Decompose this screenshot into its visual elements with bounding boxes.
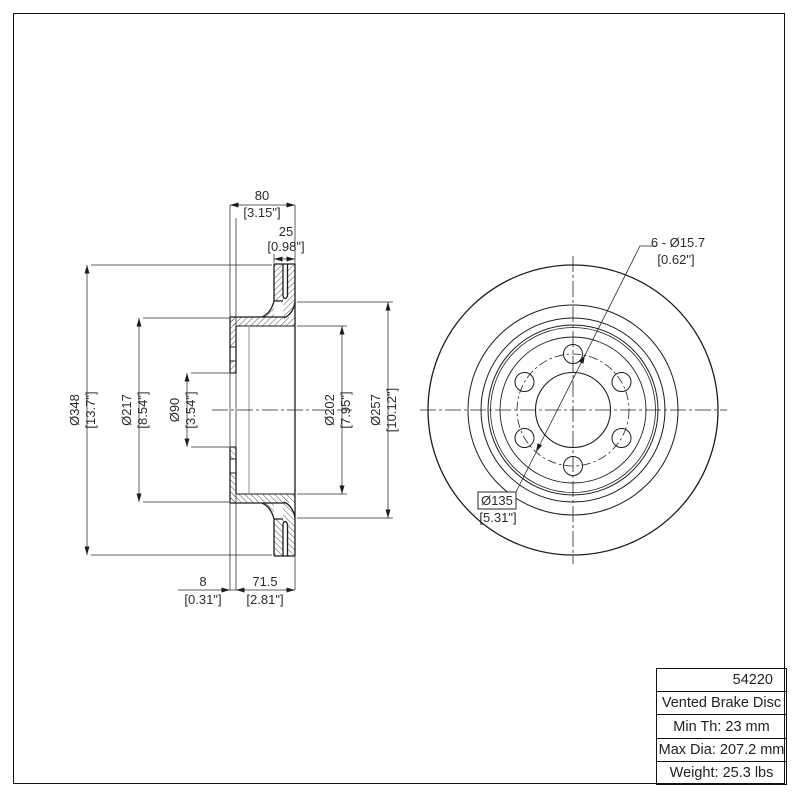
- extension-lines: [91, 205, 393, 590]
- dim-257-mm: Ø257: [368, 394, 383, 426]
- dim-715-in: [2.81"]: [246, 592, 283, 607]
- part-number: 54220: [732, 672, 773, 689]
- section-view: 80 [3.15"] 25 [0.98"] 8 [0.31"] 71.5 [2.…: [67, 188, 399, 607]
- front-view: 6 - Ø15.7 [0.62"] Ø135 [5.31"]: [420, 235, 727, 564]
- dim-202-in: [7.95"]: [338, 391, 353, 428]
- min-thickness: Min Th: 23 mm: [673, 718, 770, 735]
- dim-80-mm: 80: [255, 188, 269, 203]
- bolt-count-label: 6 - Ø15.7: [651, 235, 705, 250]
- table-row-weight: Weight: 25.3 lbs: [657, 760, 786, 784]
- section-hatching: [230, 264, 295, 373]
- dim-715-mm: 71.5: [252, 574, 277, 589]
- table-row-part-type: Vented Brake Disc: [657, 691, 786, 714]
- dim-217-in: [8.54"]: [135, 391, 150, 428]
- dim-348-mm: Ø348: [67, 394, 82, 426]
- bolt-count-inch: [0.62"]: [657, 252, 694, 267]
- dim-348-in: [13.7"]: [83, 391, 98, 428]
- dim-90-in: [3.54"]: [183, 391, 198, 428]
- weight: Weight: 25.3 lbs: [669, 764, 774, 781]
- dim-25-in: [0.98"]: [267, 239, 304, 254]
- table-row-part-number: 54220: [657, 669, 786, 691]
- dim-8-in: [0.31"]: [184, 592, 221, 607]
- part-type: Vented Brake Disc: [661, 695, 782, 712]
- dim-257-in: [10.12"]: [384, 388, 399, 432]
- bcd-inch: [5.31"]: [479, 510, 516, 525]
- bolt-dimension: 6 - Ø15.7 [0.62"] Ø135 [5.31"]: [477, 235, 705, 525]
- table-row-max-dia: Max Dia: 207.2 mm: [657, 737, 786, 761]
- front-centerlines: [420, 256, 727, 564]
- dim-8-mm: 8: [199, 574, 206, 589]
- parts-table: 54220 Vented Brake Disc Min Th: 23 mm Ma…: [656, 668, 787, 785]
- dim-202-mm: Ø202: [322, 394, 337, 426]
- dim-25-mm: 25: [279, 224, 293, 239]
- dim-80-in: [3.15"]: [243, 205, 280, 220]
- dim-90-mm: Ø90: [167, 398, 182, 423]
- dim-217-mm: Ø217: [119, 394, 134, 426]
- sheet-border: [13, 13, 785, 784]
- bcd-label: Ø135: [481, 493, 513, 508]
- max-diameter: Max Dia: 207.2 mm: [658, 741, 785, 758]
- table-row-min-th: Min Th: 23 mm: [657, 714, 786, 737]
- dimension-labels: 80 [3.15"] 25 [0.98"] 8 [0.31"] 71.5 [2.…: [67, 188, 399, 607]
- bcd-box: [477, 491, 517, 510]
